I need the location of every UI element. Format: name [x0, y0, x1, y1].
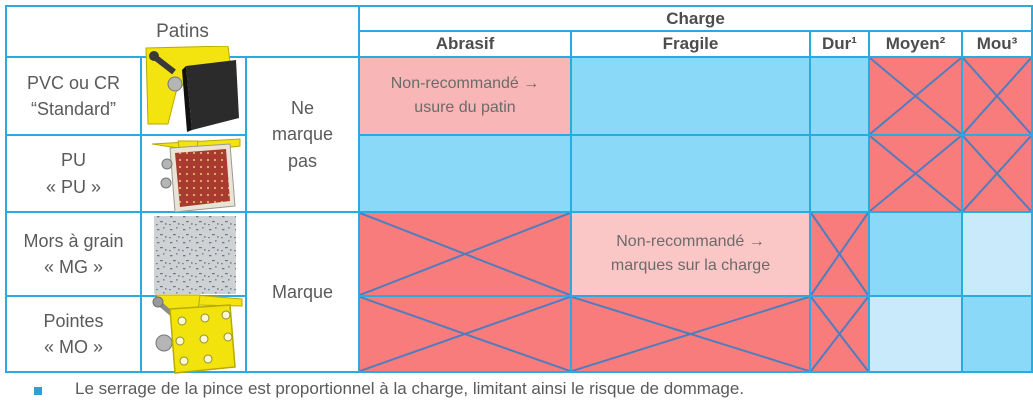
patin-image-cell-pu: [141, 135, 246, 213]
patin-label-line: “Standard”: [30, 99, 117, 119]
patin-label-line: Mors à grain: [23, 230, 124, 251]
patins-charge-table: Patins Charge Abrasif Fragile Dur¹ Moyen…: [5, 5, 1033, 374]
patin-label-mg: Mors à grain « MG »: [6, 212, 141, 296]
patin-label-mo: Pointes « MO »: [6, 296, 141, 372]
cell-mo-dur: [810, 296, 869, 372]
cell-mg-abrasif: [359, 212, 571, 296]
red-perforated-pu-pad-image: [151, 138, 241, 213]
marque-label: Marque: [271, 281, 334, 302]
cell-pu-fragile: [571, 135, 810, 212]
patin-image-cell-mg: [141, 212, 246, 296]
cell-pvc-dur: [810, 57, 869, 135]
patin-image-cell-mo: [141, 294, 246, 374]
marque-label-lines: Ne marque pas: [272, 95, 333, 173]
note-line: marques sur la charge: [610, 257, 771, 274]
grain-texture-pad-image: [154, 216, 236, 294]
cell-pu-dur: [810, 135, 869, 212]
marque-label-line: Ne: [290, 98, 314, 119]
cell-mg-mou: [962, 212, 1032, 296]
column-header-label: Moyen²: [885, 34, 946, 53]
patin-label-pu: PU « PU »: [6, 135, 141, 212]
not-recommended-x-icon: [572, 297, 809, 371]
column-header-moyen: Moyen²: [869, 31, 962, 57]
column-header-mou: Mou³: [962, 31, 1032, 57]
cell-mg-fragile: Non-recommandé → marques sur la charge: [571, 212, 810, 296]
column-header-fragile: Fragile: [571, 31, 810, 57]
cell-pvc-moyen: [869, 57, 962, 135]
charge-header-label: Charge: [666, 8, 725, 28]
patin-label-pvc: PVC ou CR “Standard”: [6, 57, 141, 135]
non-recommande-note: Non-recommandé → marques sur la charge: [611, 230, 770, 278]
patin-label-line: Pointes: [43, 310, 104, 331]
column-header-label: Abrasif: [435, 34, 495, 53]
patin-label-lines: Pointes « MO »: [43, 308, 103, 360]
marque-label-line: marque: [271, 124, 334, 145]
non-recommande-note: Non-recommandé → usure du patin: [391, 72, 540, 120]
cell-pu-mou: [962, 135, 1032, 212]
cell-mg-dur: [810, 212, 869, 296]
column-header-label: Fragile: [662, 34, 719, 53]
patin-label-lines: Mors à grain « MG »: [23, 228, 123, 280]
cell-mg-moyen: [869, 212, 962, 296]
charge-header-cell: Charge: [359, 6, 1032, 31]
not-recommended-x-icon: [360, 297, 570, 371]
column-header-dur: Dur¹: [810, 31, 869, 57]
patins-header-label: Patins: [156, 20, 209, 42]
patin-label-line: PVC ou CR: [26, 72, 121, 93]
patin-label-line: « MG »: [43, 257, 103, 277]
note-line: usure du patin: [414, 99, 516, 116]
patin-image-cell-pvc: [141, 46, 246, 135]
patin-label-lines: PVC ou CR “Standard”: [27, 70, 120, 122]
note-line: Non-recommandé →: [390, 75, 540, 92]
cell-pvc-mou: [962, 57, 1032, 135]
patin-label-lines: PU « PU »: [46, 147, 101, 199]
cell-pu-moyen: [869, 135, 962, 212]
cell-pvc-abrasif: Non-recommandé → usure du patin: [359, 57, 571, 135]
bullet-square-icon: [34, 387, 42, 395]
patin-label-line: PU: [60, 150, 86, 171]
cell-pvc-fragile: [571, 57, 810, 135]
marque-cell-marque: Marque: [246, 212, 359, 372]
not-recommended-x-icon: [870, 136, 961, 211]
note-line: Non-recommandé →: [616, 233, 765, 250]
not-recommended-x-icon: [870, 58, 961, 134]
patin-label-line: « MO »: [43, 337, 103, 357]
patin-label-line: « PU »: [45, 176, 102, 197]
black-pvc-pad-image: [145, 46, 239, 132]
cell-mo-moyen: [869, 296, 962, 372]
marque-label-line: pas: [287, 150, 318, 171]
column-header-label: Mou³: [976, 34, 1018, 53]
cell-mo-fragile: [571, 296, 810, 372]
column-header-label: Dur¹: [822, 34, 857, 53]
not-recommended-x-icon: [963, 136, 1031, 211]
not-recommended-x-icon: [963, 58, 1031, 134]
cell-mo-abrasif: [359, 296, 571, 372]
footnote-text: Le serrage de la pince est proportionnel…: [75, 379, 745, 398]
not-recommended-x-icon: [811, 297, 868, 371]
marque-cell-ne-marque-pas: Ne marque pas: [246, 57, 359, 212]
cell-mo-mou: [962, 296, 1032, 372]
cell-pu-abrasif: [359, 135, 571, 212]
column-header-abrasif: Abrasif: [359, 31, 571, 57]
not-recommended-x-icon: [360, 213, 570, 295]
not-recommended-x-icon: [811, 213, 868, 295]
spiked-plate-pad-image: [152, 294, 243, 374]
